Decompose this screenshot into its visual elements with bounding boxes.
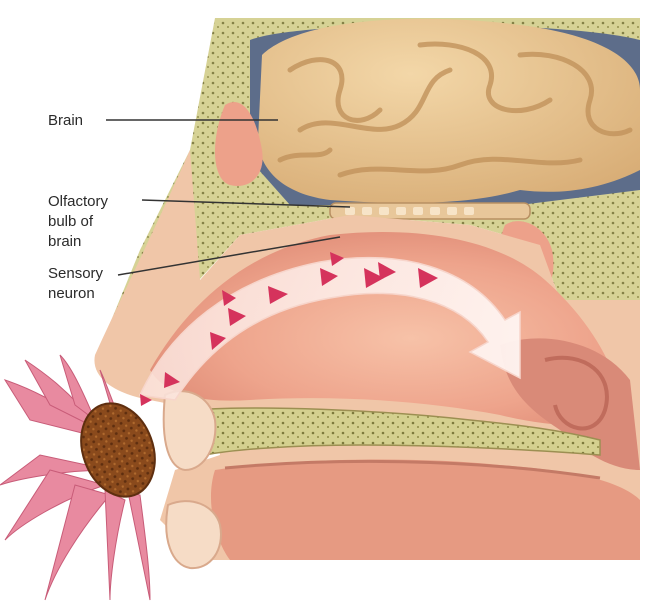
olfactory-label-line1: Olfactory bbox=[48, 193, 109, 210]
sensory-label-line1: Sensory bbox=[48, 265, 104, 282]
olfactory-label-line3: brain bbox=[48, 233, 81, 250]
sensory-label-line2: neuron bbox=[48, 285, 95, 302]
lower-lip bbox=[166, 501, 221, 568]
olfactory-label-line2: bulb of bbox=[48, 213, 94, 230]
brain-label: Brain bbox=[48, 112, 83, 129]
